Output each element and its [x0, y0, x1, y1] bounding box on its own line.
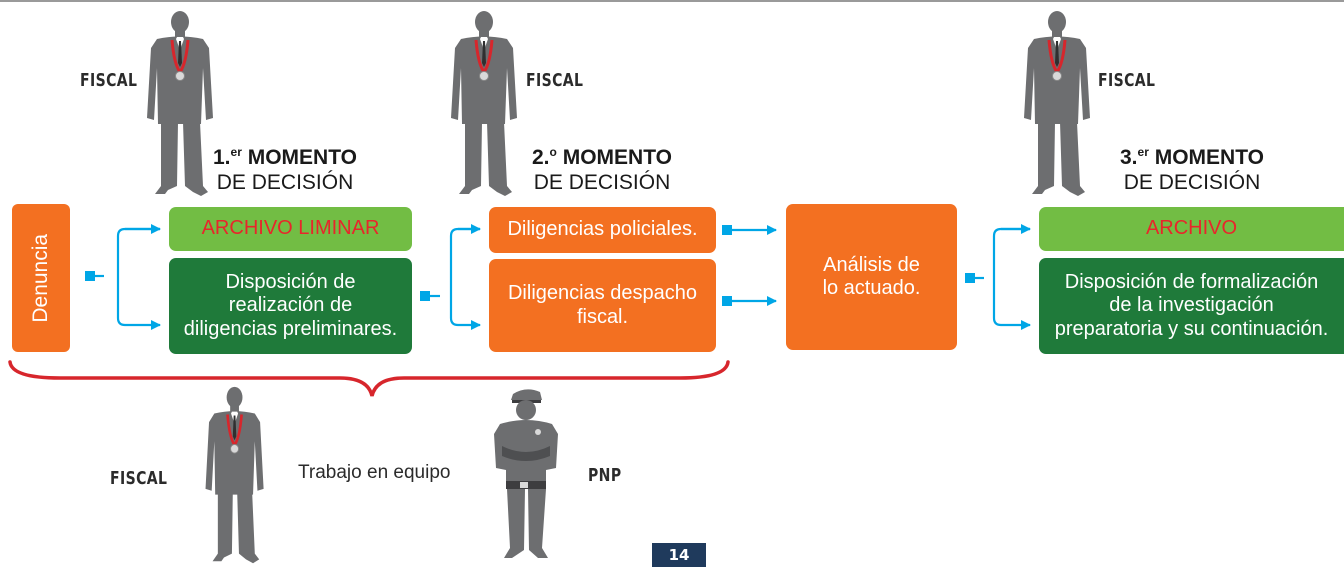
top-divider-line — [0, 0, 1344, 2]
analisis-line-1: Análisis de — [823, 253, 920, 276]
moment-3-heading: 3.er MOMENTO DE DECISIÓN — [1104, 145, 1280, 195]
role-label-fiscal-bottom: FISCAL — [110, 468, 168, 489]
role-label-pnp: PNP — [588, 465, 622, 486]
denuncia-label: Denuncia — [28, 233, 52, 323]
moment-2-word: MOMENTO — [562, 146, 672, 169]
connector-square-2 — [420, 291, 430, 301]
disposicion-preliminares-box: Disposición de realización de diligencia… — [169, 258, 412, 354]
role-label-fiscal-1: FISCAL — [80, 70, 138, 91]
disposicion-formalizacion-box: Disposición de formalización de la inves… — [1039, 258, 1344, 354]
teamwork-brace — [8, 360, 730, 397]
analisis-line-2: lo actuado. — [822, 277, 921, 299]
connector-bracket-2 — [449, 227, 481, 330]
archivo-box: ARCHIVO — [1039, 207, 1344, 251]
disposicion-preliminares-line-3: diligencias preliminares. — [183, 317, 398, 340]
analisis-box: Análisis de lo actuado. — [786, 204, 957, 350]
connector-bracket-1 — [116, 227, 161, 330]
fiscal-figure-icon — [451, 11, 517, 196]
archivo-liminar-label: ARCHIVO LIMINAR — [201, 217, 380, 240]
disposicion-formalizacion-line-1: Disposición de formalización — [1064, 270, 1319, 293]
moment-3-number: 3. — [1120, 146, 1138, 169]
role-label-fiscal-3: FISCAL — [1098, 70, 1156, 91]
fiscal-figure-icon — [1024, 11, 1090, 196]
moment-1-subtitle: DE DECISIÓN — [216, 171, 354, 195]
page-number-badge: 14 — [652, 543, 706, 567]
moment-2-subtitle: DE DECISIÓN — [533, 171, 671, 195]
moment-1-number: 1. — [213, 146, 231, 169]
moment-2-heading: 2.o MOMENTO DE DECISIÓN — [512, 145, 692, 195]
diligencias-policiales-label: Diligencias policiales. — [507, 218, 698, 241]
disposicion-formalizacion-line-2: de la investigación — [1109, 294, 1274, 317]
fiscal-figure-icon — [147, 11, 213, 196]
connector-bracket-3 — [992, 227, 1031, 330]
moment-3-word: MOMENTO — [1154, 146, 1264, 169]
connector-square-1 — [85, 271, 95, 281]
diligencias-despacho-box: Diligencias despacho fiscal. — [489, 259, 716, 352]
moment-3-ordinal: er — [1137, 145, 1149, 159]
police-officer-icon — [494, 389, 558, 558]
disposicion-formalizacion-line-3: preparatoria y su continuación. — [1054, 317, 1329, 340]
diligencias-despacho-line-1: Diligencias despacho — [507, 282, 697, 305]
moment-3-subtitle: DE DECISIÓN — [1123, 171, 1261, 195]
moment-1-ordinal: er — [230, 145, 242, 159]
moment-1-heading: 1.er MOMENTO DE DECISIÓN — [200, 145, 370, 195]
teamwork-label: Trabajo en equipo — [298, 462, 451, 483]
moment-2-number: 2. — [532, 146, 550, 169]
moment-2-ordinal: o — [549, 145, 557, 159]
connector-square-4 — [722, 296, 732, 306]
archivo-label: ARCHIVO — [1145, 217, 1238, 240]
diligencias-policiales-box: Diligencias policiales. — [489, 207, 716, 253]
disposicion-preliminares-line-1: Disposición de — [225, 270, 356, 293]
denuncia-box: Denuncia — [12, 204, 70, 352]
moment-1-word: MOMENTO — [247, 146, 357, 169]
connector-square-3 — [722, 225, 732, 235]
fiscal-figure-icon — [205, 386, 264, 564]
diligencias-despacho-line-2: fiscal. — [576, 305, 629, 328]
connector-square-5 — [965, 273, 975, 283]
archivo-liminar-box: ARCHIVO LIMINAR — [169, 207, 412, 251]
disposicion-preliminares-line-2: realización de — [228, 294, 353, 317]
role-label-fiscal-2: FISCAL — [526, 70, 584, 91]
